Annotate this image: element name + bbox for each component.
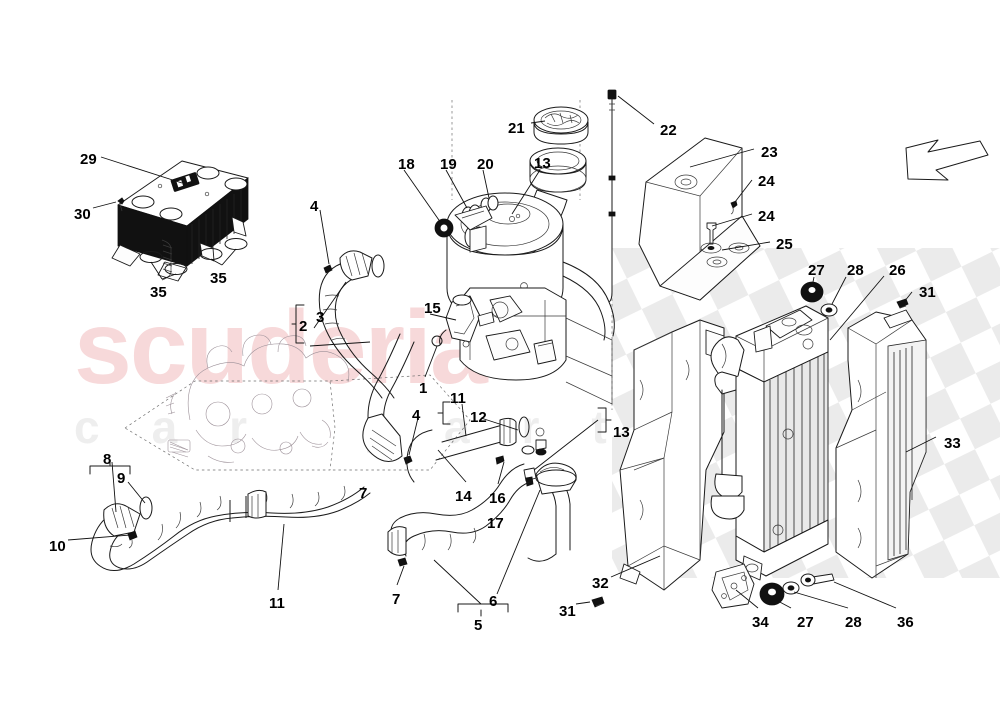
callout-34: 34 — [752, 614, 769, 631]
callout-28b: 28 — [845, 614, 862, 631]
callout-33: 33 — [944, 435, 961, 452]
callout-17: 17 — [487, 515, 504, 532]
callout-12: 12 — [470, 409, 487, 426]
callout-9: 9 — [117, 470, 126, 487]
callout-11a: 11 — [269, 595, 285, 612]
callout-31b: 31 — [559, 603, 576, 620]
callout-4b: 4 — [412, 407, 421, 424]
engine-ghost — [124, 334, 471, 471]
callout-1: 1 — [419, 380, 428, 397]
duct-bolt-31 — [575, 596, 605, 608]
dipstick — [607, 89, 617, 303]
upper-mount-hardware — [800, 276, 847, 317]
expansion-tank-assembly — [403, 89, 655, 410]
callout-21: 21 — [508, 120, 525, 137]
callout-29: 29 — [80, 151, 97, 168]
callout-22: 22 — [660, 122, 677, 139]
air-duct-bracket — [638, 137, 771, 301]
filler-cap — [533, 106, 589, 145]
callout-25: 25 — [776, 236, 793, 253]
callout-13a: 13 — [534, 155, 551, 172]
callout-27a: 27 — [808, 262, 825, 279]
left-air-duct — [610, 319, 725, 591]
bottom-centre-hose — [387, 462, 577, 617]
callout-14: 14 — [455, 488, 472, 505]
callout-28a: 28 — [847, 262, 864, 279]
callout-20: 20 — [477, 156, 494, 173]
callout-31a: 31 — [919, 284, 936, 301]
callout-26: 26 — [889, 262, 906, 279]
callout-7b: 7 — [359, 485, 368, 502]
callout-24b: 24 — [758, 208, 775, 225]
lower-mount-hardware — [711, 563, 897, 609]
tank-lower-housing — [459, 261, 615, 381]
callout-18: 18 — [398, 156, 415, 173]
callout-24a: 24 — [758, 173, 775, 190]
radiator-inlet — [710, 336, 745, 520]
direction-arrow — [905, 139, 989, 181]
callout-35b: 35 — [210, 270, 227, 287]
neck-ring — [529, 147, 587, 193]
callout-7a: 7 — [392, 591, 401, 608]
callout-2: 2 — [299, 318, 308, 335]
callout-32: 32 — [592, 575, 609, 592]
callout-8: 8 — [103, 451, 112, 468]
callout-13b: 13 — [613, 424, 630, 441]
callout-15: 15 — [424, 300, 441, 317]
upper-coolant-hose — [291, 209, 395, 399]
callout-5: 5 — [474, 617, 483, 634]
callout-16: 16 — [489, 490, 506, 507]
tank-ports — [434, 195, 499, 253]
lower-left-hose — [67, 460, 371, 591]
oil-cooler-assembly — [92, 156, 249, 282]
callout-35a: 35 — [150, 284, 167, 301]
mid-elbow-hose — [362, 333, 419, 465]
callout-36: 36 — [897, 614, 914, 631]
callout-19: 19 — [440, 156, 457, 173]
callout-30: 30 — [74, 206, 91, 223]
callout-3: 3 — [316, 309, 325, 326]
callout-6: 6 — [489, 593, 498, 610]
callout-27b: 27 — [797, 614, 814, 631]
callout-10: 10 — [49, 538, 66, 555]
right-air-duct — [835, 291, 937, 579]
callout-11b: 11 — [450, 390, 466, 407]
centre-hose — [406, 401, 612, 487]
radiator-core — [710, 275, 885, 581]
callout-23: 23 — [761, 144, 778, 161]
callout-4a: 4 — [310, 198, 319, 215]
